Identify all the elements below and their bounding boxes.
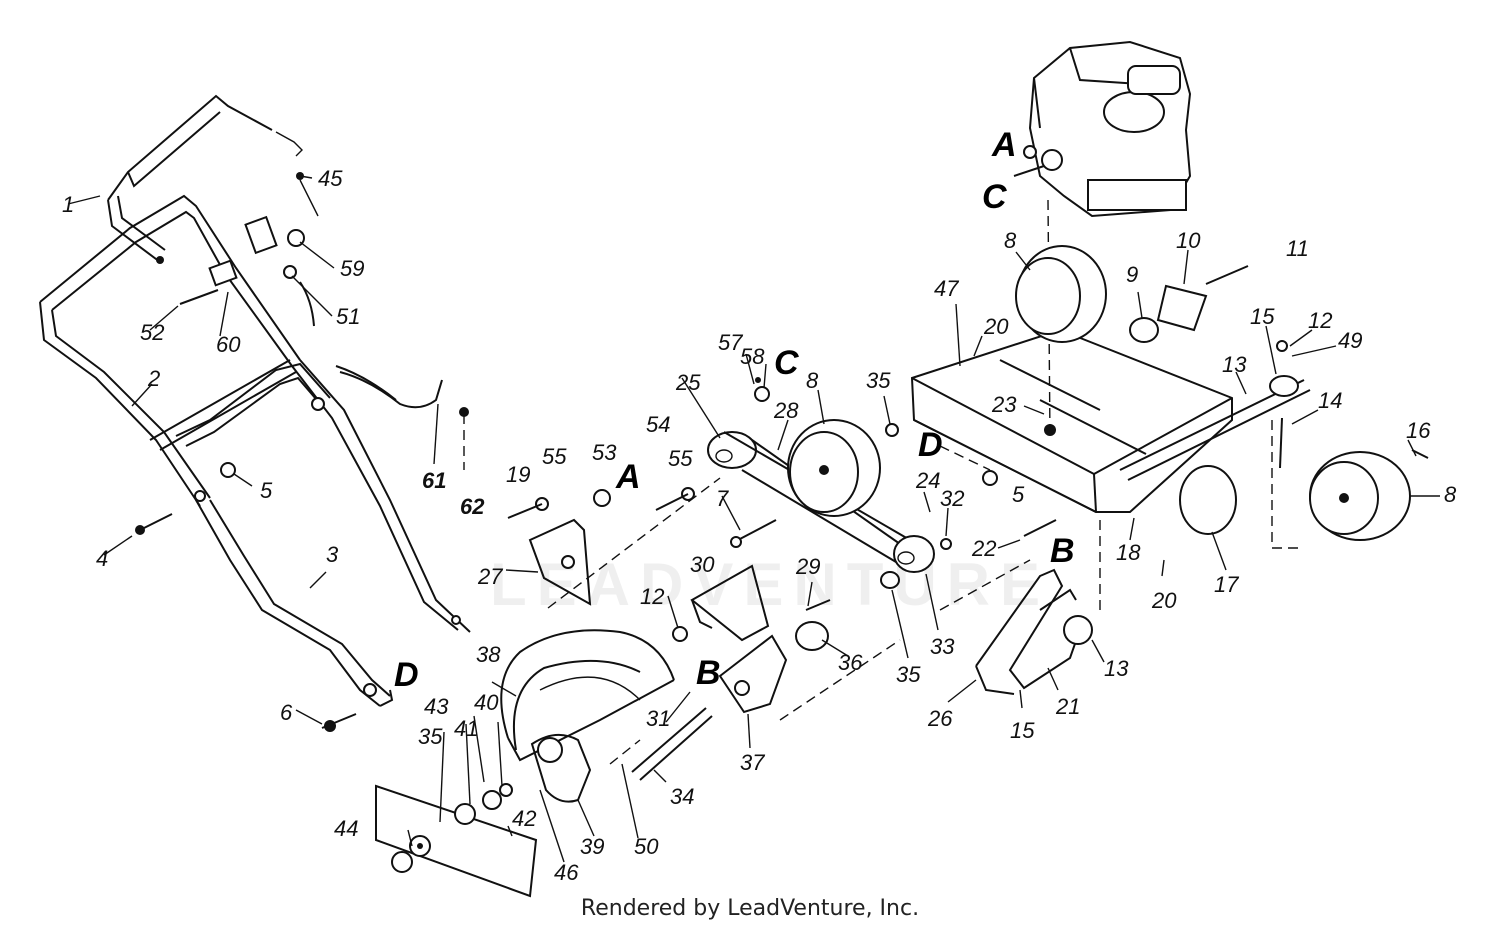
callout-letter: A	[615, 458, 641, 496]
part-number: 2	[147, 366, 160, 391]
part-number: 20	[983, 314, 1009, 339]
part-number: 62	[460, 494, 485, 519]
part-number: 49	[1338, 328, 1362, 353]
footer-credit: Rendered by LeadVenture, Inc.	[580, 896, 920, 921]
part-number: 37	[740, 750, 765, 775]
part-number: 27	[477, 564, 503, 589]
part-number: 57	[718, 330, 743, 355]
part-number: 21	[1055, 694, 1080, 719]
part-number: 38	[476, 642, 501, 667]
handle-assembly	[39, 94, 471, 732]
part-number: 30	[690, 552, 715, 577]
part-number: 16	[1406, 418, 1431, 443]
part-number: 28	[773, 398, 799, 423]
watermark-text: LEADVENTURE	[490, 551, 1050, 618]
part-number: 22	[971, 536, 996, 561]
part-number: 58	[740, 344, 765, 369]
part-number: 24	[915, 468, 940, 493]
part-number: 8	[1004, 228, 1017, 253]
callout-letter: C	[982, 178, 1007, 216]
part-number: 6	[280, 700, 293, 725]
part-number: 29	[795, 554, 820, 579]
part-number: 15	[1250, 304, 1275, 329]
part-number: 1	[62, 192, 74, 217]
part-number: 15	[1010, 718, 1035, 743]
callout-letter: D	[394, 656, 419, 694]
part-number: 31	[646, 706, 670, 731]
part-number: 23	[991, 392, 1017, 417]
part-number: 20	[1151, 588, 1177, 613]
part-number: 8	[1444, 482, 1457, 507]
part-number: 5	[1012, 482, 1025, 507]
callout-letter: D	[918, 426, 943, 464]
part-number: 33	[930, 634, 955, 659]
callout-letter: B	[696, 654, 721, 692]
part-number: 11	[1286, 236, 1309, 261]
part-number: 45	[318, 166, 343, 191]
part-number: 42	[512, 806, 536, 831]
part-number: 35	[418, 724, 443, 749]
frame-engine-assembly	[910, 40, 1440, 709]
part-number: 12	[640, 584, 664, 609]
part-number: 34	[670, 784, 694, 809]
part-number: 14	[1318, 388, 1342, 413]
part-number: 41	[454, 716, 478, 741]
part-labels: 1 45 59 52 60 51 2 5 4 3 6 61 62 19 55 5…	[62, 166, 1457, 885]
part-number: 53	[592, 440, 617, 465]
part-number: 36	[838, 650, 863, 675]
part-number: 55	[542, 444, 567, 469]
part-number: 51	[336, 304, 360, 329]
part-number: 7	[716, 486, 729, 511]
callout-letter: A	[991, 126, 1017, 164]
part-number: 40	[474, 690, 499, 715]
part-number: 39	[580, 834, 604, 859]
part-number: 12	[1308, 308, 1332, 333]
part-number: 19	[506, 462, 530, 487]
part-number: 13	[1222, 352, 1247, 377]
part-number: 44	[334, 816, 358, 841]
part-number: 13	[1104, 656, 1129, 681]
part-number: 55	[668, 446, 693, 471]
callout-letters: A C D B A C B D	[394, 126, 1075, 694]
part-number: 61	[422, 468, 446, 493]
part-number: 25	[675, 370, 701, 395]
part-number: 43	[424, 694, 449, 719]
drive-assembly	[681, 353, 952, 659]
part-number: 17	[1214, 572, 1239, 597]
part-number: 35	[896, 662, 921, 687]
part-number: 3	[326, 542, 339, 567]
part-number: 59	[340, 256, 364, 281]
part-number: 60	[216, 332, 241, 357]
part-number: 47	[934, 276, 959, 301]
part-number: 10	[1176, 228, 1201, 253]
blade-housing-assembly	[375, 477, 901, 898]
callout-letter: C	[774, 344, 799, 382]
part-number: 35	[866, 368, 891, 393]
part-number: 50	[634, 834, 659, 859]
part-number: 26	[927, 706, 953, 731]
callout-letter: B	[1050, 532, 1075, 570]
part-number: 46	[554, 860, 579, 885]
part-number: 9	[1126, 262, 1138, 287]
part-number: 8	[806, 368, 819, 393]
part-number: 5	[260, 478, 273, 503]
part-number: 32	[940, 486, 964, 511]
part-number: 4	[96, 546, 108, 571]
part-number: 18	[1116, 540, 1141, 565]
part-number: 52	[140, 320, 164, 345]
part-number: 54	[646, 412, 670, 437]
